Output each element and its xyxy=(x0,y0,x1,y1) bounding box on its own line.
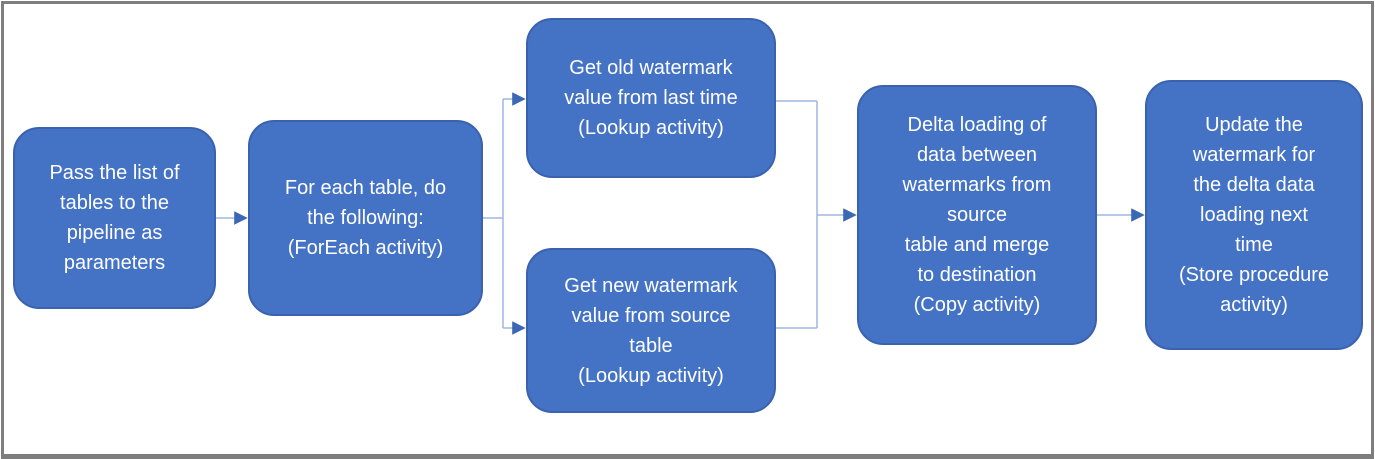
node-delta-loading: Delta loading of data between watermarks… xyxy=(857,85,1097,345)
node-get-old-watermark: Get old watermark value from last time (… xyxy=(526,18,776,178)
node-foreach: For each table, do the following: (ForEa… xyxy=(248,120,483,316)
node-pass-list: Pass the list of tables to the pipeline … xyxy=(13,127,216,309)
node-get-new-watermark: Get new watermark value from source tabl… xyxy=(526,248,776,413)
node-update-watermark: Update the watermark for the delta data … xyxy=(1145,80,1363,350)
